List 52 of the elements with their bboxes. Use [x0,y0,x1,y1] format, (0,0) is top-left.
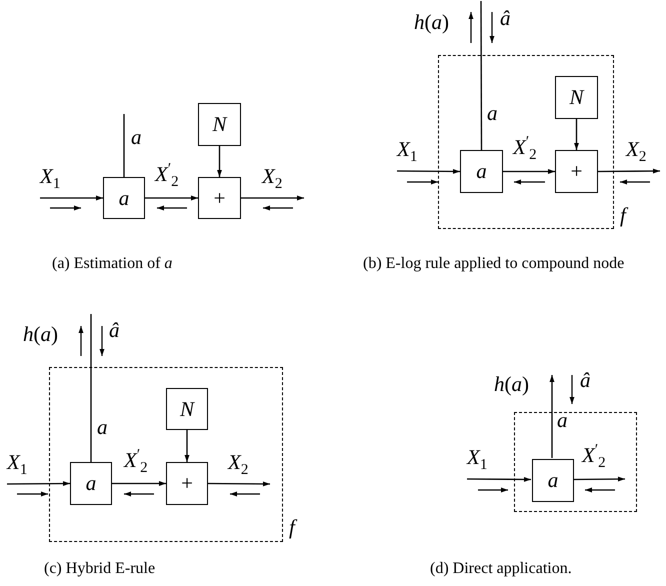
arrow [467,477,531,482]
factor-box: a [103,177,145,219]
arrow [397,169,460,174]
arrow [40,196,103,200]
edge-label: X$_{1}$ [467,447,488,467]
edge-label: X$_{2}$ [228,452,248,472]
boundary-label: f [620,205,626,225]
caption: (c) Hybrid E-rule [44,559,156,579]
arrow [145,196,198,200]
message-label: h(a) [494,374,529,394]
edge-label: X$_{1}$ [7,452,28,472]
factor-box: a [532,459,574,502]
factor-box: + [555,150,598,193]
message-label: â [580,370,590,390]
edge-label: X$_{2}$ [626,139,646,159]
arrow [112,481,166,486]
message-label: â [500,8,510,28]
caption: (b) E-log rule applied to compound node [363,254,626,274]
arrow [217,146,222,177]
factor-box: N [555,76,598,119]
arrow [574,119,579,150]
caption: (a) Estimation of a [52,254,172,274]
factor-box: + [198,177,241,219]
arrow [573,476,625,482]
message-label: h(a) [414,12,449,32]
factor-box: a [70,462,112,505]
message-label: â [109,320,120,340]
edge-label: X$_{2}$ [262,166,282,186]
connector-line [90,314,92,462]
boundary-label: f [289,517,295,537]
edge-label: a [131,127,142,147]
arrow [208,482,270,486]
factor-box: N [166,388,208,430]
arrow [598,168,660,174]
factor-box: N [198,103,241,146]
arrow [7,481,70,486]
factor-box: + [166,462,208,505]
connector-line [123,114,125,177]
arrow [241,196,304,200]
arrow [184,430,190,462]
arrow [550,375,554,458]
caption: (d) Direct application. [430,559,572,579]
edge-label: a [97,417,108,437]
factor-box: a [460,150,503,193]
edge-label: a [487,103,498,123]
dashed-boundary [514,412,637,512]
edge-label: X$_{1}$ [397,139,418,159]
arrow [503,169,555,174]
message-label: h(a) [23,324,58,344]
connector-line [480,1,482,150]
edge-label: a [557,410,568,430]
edge-label: X$_{1}$ [40,166,60,186]
